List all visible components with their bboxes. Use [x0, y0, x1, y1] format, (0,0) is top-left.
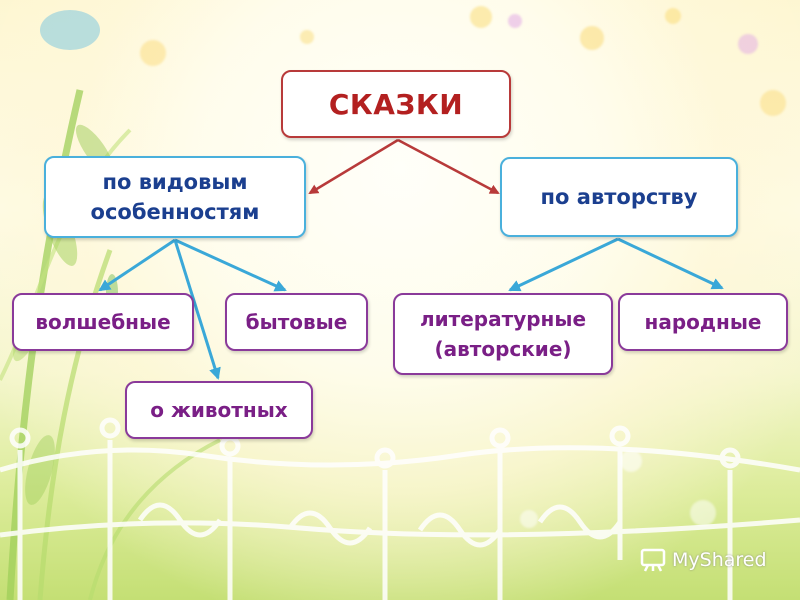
- bokeh-dot: [508, 14, 522, 28]
- watermark-text: MyShared: [672, 549, 767, 571]
- bokeh-dot: [520, 510, 538, 528]
- presentation-icon: [640, 548, 666, 572]
- bokeh-dot: [620, 450, 642, 472]
- literary-label-line1: литературные: [419, 307, 587, 331]
- bokeh-dot: [760, 90, 786, 116]
- bokeh-dot: [470, 6, 492, 28]
- literary-label: литературные (авторские): [420, 304, 586, 364]
- magic-label: волшебные: [35, 310, 171, 334]
- arrow-root-to-species: [308, 138, 399, 195]
- root-label: СКАЗКИ: [328, 87, 464, 121]
- bokeh-dot: [580, 26, 604, 50]
- folk-label: народные: [644, 310, 762, 334]
- magic-node: волшебные: [12, 293, 194, 351]
- arrow-author-to-literary: [508, 237, 619, 292]
- arrow-author-to-folk: [617, 237, 724, 290]
- literary-label-line2: (авторские): [434, 337, 572, 361]
- bokeh-dot: [300, 30, 314, 44]
- arrow-root-to-author: [397, 138, 500, 195]
- arrow-species-to-magic: [98, 238, 176, 292]
- everyday-node: бытовые: [225, 293, 368, 351]
- species-label-line1: по видовым: [102, 170, 248, 194]
- arrow-species-to-everyday: [174, 238, 287, 292]
- bokeh-dot: [738, 34, 758, 54]
- species-node: по видовым особенностям: [44, 156, 306, 238]
- bokeh-dot: [665, 8, 681, 24]
- literary-node: литературные (авторские): [393, 293, 613, 375]
- bokeh-dot: [690, 500, 716, 526]
- bokeh-dot: [140, 40, 166, 66]
- author-node: по авторству: [500, 157, 738, 237]
- animals-node: о животных: [125, 381, 313, 439]
- arrow-species-to-animals: [173, 239, 221, 380]
- folk-node: народные: [618, 293, 788, 351]
- species-label: по видовым особенностям: [91, 167, 260, 227]
- animals-label: о животных: [150, 398, 288, 422]
- species-label-line2: особенностям: [90, 200, 260, 224]
- author-label: по авторству: [540, 185, 698, 209]
- root-node: СКАЗКИ: [281, 70, 511, 138]
- fence-decoration: [0, 417, 800, 600]
- everyday-label: бытовые: [245, 310, 348, 334]
- watermark: MyShared: [640, 548, 767, 572]
